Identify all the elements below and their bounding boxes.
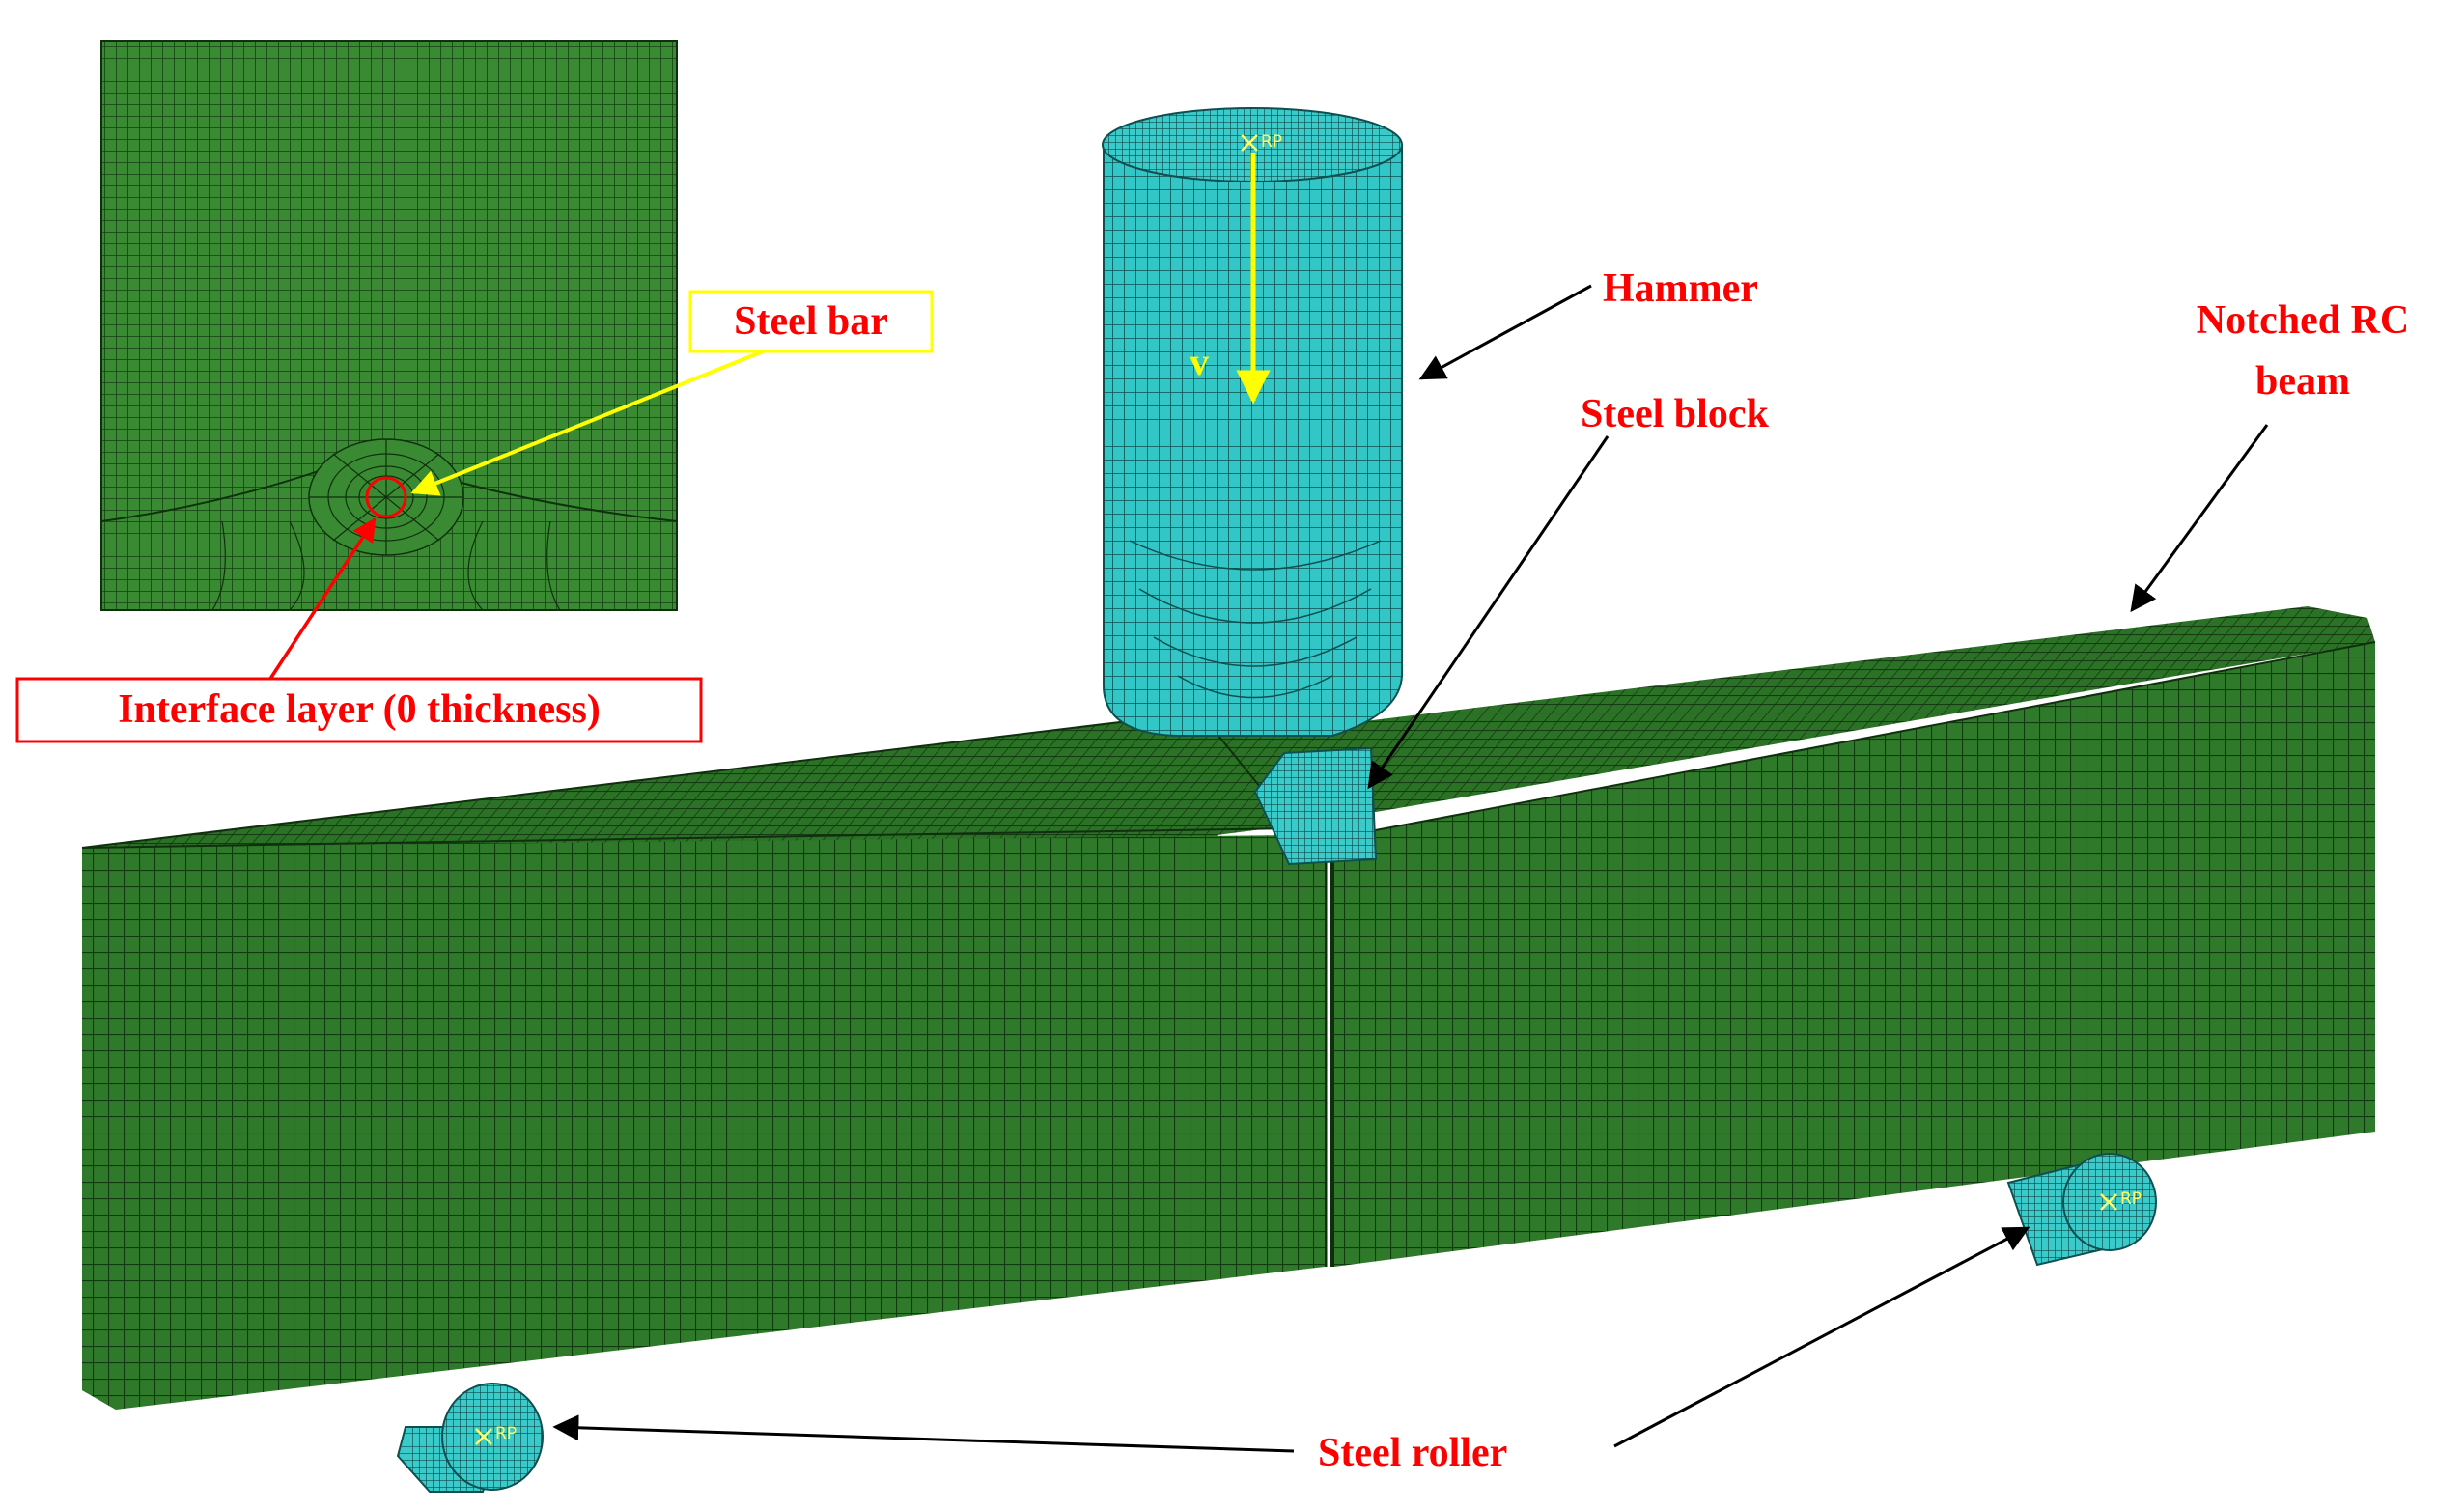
notched-rc-beam: [81, 606, 2376, 1410]
hammer-body: [1103, 144, 1403, 737]
steel-roller-left: RP: [396, 1383, 544, 1493]
steel-roller-label: Steel roller: [1318, 1431, 1507, 1475]
notched-rc-beam-label-line1: Notched RC: [2197, 298, 2409, 343]
interface-layer-callout: Interface layer (0 thickness): [15, 517, 703, 743]
hammer: RP v: [1102, 107, 1403, 737]
roller-left-rp-label: RP: [495, 1424, 517, 1443]
hammer-rp-label: RP: [1261, 132, 1282, 152]
steel-bar-label: Steel bar: [734, 299, 888, 344]
notched-rc-beam-callout: Notched RC beam: [2130, 298, 2409, 613]
steel-block-callout: Steel block: [1367, 392, 1769, 790]
steel-block: [1253, 746, 1378, 866]
notched-rc-beam-label-line2: beam: [2255, 359, 2350, 404]
interface-layer-label: Interface layer (0 thickness): [118, 687, 601, 732]
beam-top-face: [82, 606, 2375, 874]
beam-front-face-right: [1334, 642, 2375, 1267]
hammer-label: Hammer: [1603, 266, 1758, 311]
steel-bar-marker: [365, 476, 407, 518]
steel-roller-callout: Steel roller: [552, 1226, 2030, 1475]
roller-right-rp-label: RP: [2120, 1189, 2142, 1209]
beam-front-face-left: [82, 835, 1325, 1410]
steel-block-label: Steel block: [1581, 392, 1769, 436]
hammer-reference-point: RP: [1241, 132, 1282, 152]
steel-bar-callout: Steel bar: [410, 290, 934, 496]
velocity-label: v: [1190, 340, 1209, 383]
hammer-callout: Hammer: [1418, 266, 1758, 380]
cross-section-inset: [100, 40, 678, 611]
